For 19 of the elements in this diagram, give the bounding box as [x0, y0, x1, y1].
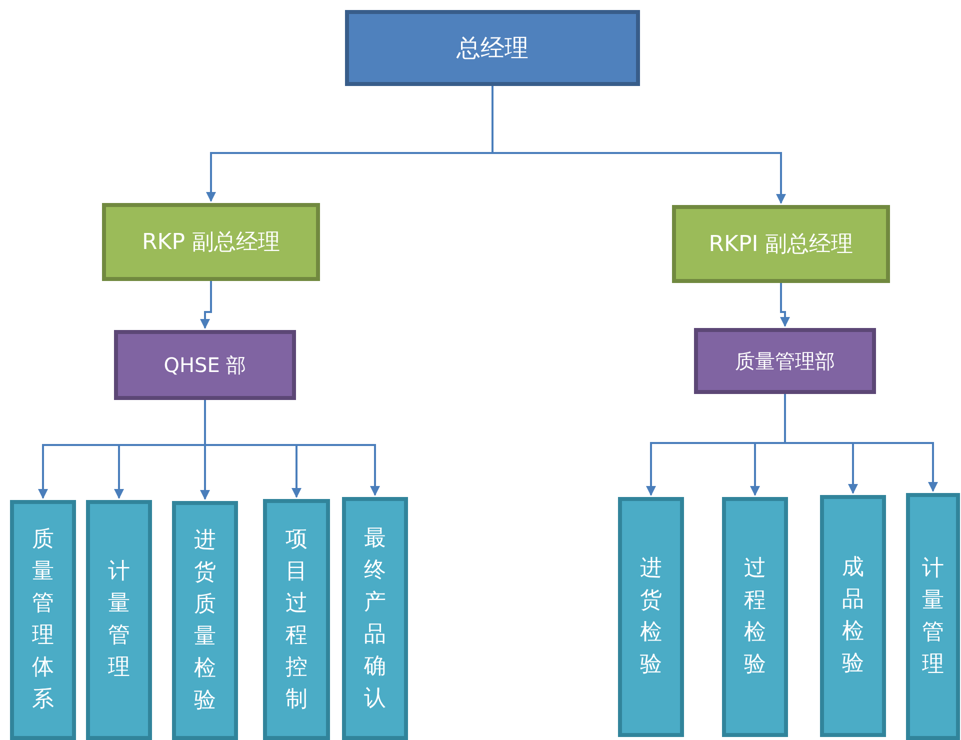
function-column: 最终产品确认: [342, 497, 408, 740]
function-column: 进货质量检验: [172, 501, 238, 740]
manager-box: 总经理: [345, 10, 640, 86]
deputy-box: RKP 副总经理: [102, 203, 320, 281]
department-box: QHSE 部: [114, 330, 296, 400]
deputy-box: RKPI 副总经理: [672, 205, 890, 283]
function-column: 计量管理: [906, 493, 960, 740]
function-column: 成品检验: [820, 495, 886, 737]
connector-arrow: [204, 400, 380, 496]
connector-arrow: [492, 86, 786, 204]
function-column: 进货检验: [618, 497, 684, 737]
function-column: 质量管理体系: [10, 500, 76, 740]
function-column: 过程检验: [722, 497, 788, 737]
connector-arrow: [784, 394, 938, 492]
department-box: 质量管理部: [694, 328, 876, 394]
connector-arrow: [200, 281, 212, 329]
function-column: 计量管理: [86, 500, 152, 740]
function-column: 项目过程控制: [263, 499, 330, 740]
connector-arrow: [780, 283, 790, 327]
